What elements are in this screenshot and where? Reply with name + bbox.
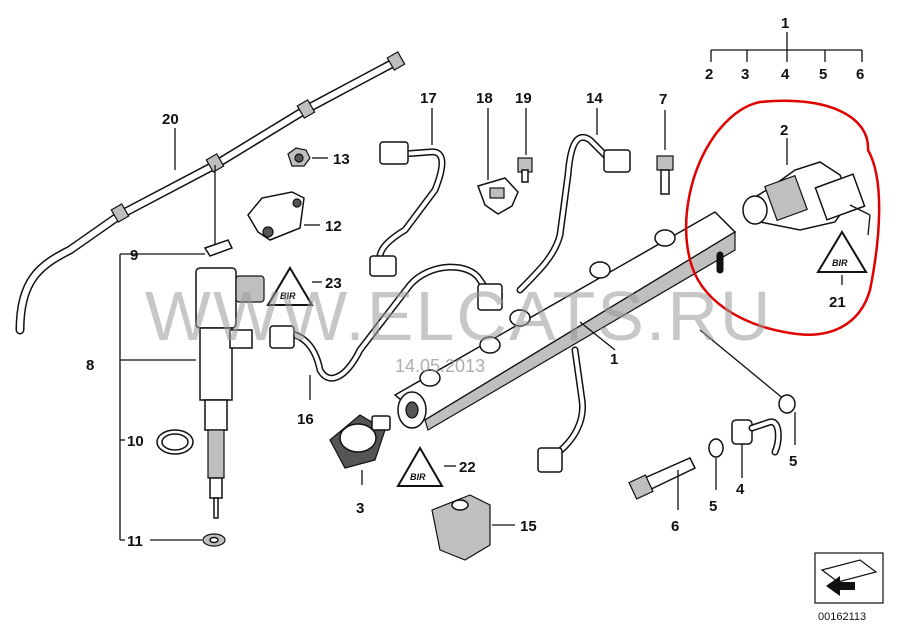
warning-triangle-23: BIR [266,266,322,306]
catalog-box [814,552,884,604]
callout-12[interactable]: 12 [325,218,342,235]
callout-6-top[interactable]: 6 [856,66,864,83]
callout-7[interactable]: 7 [659,91,667,108]
callout-3[interactable]: 3 [356,500,364,517]
callout-22[interactable]: 22 [459,459,476,476]
callout-5-top[interactable]: 5 [819,66,827,83]
callout-8[interactable]: 8 [86,357,94,374]
block-part-15 [431,494,515,561]
left-bracket [119,254,196,541]
leakoff-hose-part [15,51,406,335]
callout-13[interactable]: 13 [333,151,350,168]
callout-5b[interactable]: 5 [789,453,797,470]
pipe-part-14 [516,108,631,294]
clip-part-18 [477,108,519,215]
pipe-part-17 [369,108,446,277]
washer-part-5a [708,438,724,490]
svg-text:BIR: BIR [410,472,426,482]
callout-18[interactable]: 18 [476,90,493,107]
pipe-lower [537,346,587,473]
sensor-part-3 [329,414,391,485]
warning-triangle-21: BIR [816,230,868,285]
highlight-outline [684,99,881,336]
fuel-rail-part-1 [393,211,786,431]
nut-part-13 [287,147,328,167]
callout-20[interactable]: 20 [162,111,179,128]
svg-text:BIR: BIR [832,258,848,268]
callout-11[interactable]: 11 [127,533,143,550]
callout-2-top[interactable]: 2 [705,66,713,83]
callout-4[interactable]: 4 [736,481,745,498]
screw-part-19 [517,108,533,183]
pipe-part-16 [269,263,503,400]
callout-10[interactable]: 10 [127,433,144,450]
pressure-regulator-part-2 [742,138,871,236]
oring-part-10 [156,429,194,455]
callout-1[interactable]: 1 [610,351,618,368]
callout-14[interactable]: 14 [586,90,603,107]
callout-23[interactable]: 23 [325,275,342,292]
injector-part-8 [120,239,265,519]
watermark-text: WWW.ELCATS.RU [145,277,772,355]
callout-16[interactable]: 16 [297,411,314,428]
callout-2[interactable]: 2 [780,122,788,139]
watermark-date: 14.05.2013 [395,356,485,376]
callout-19[interactable]: 19 [515,90,532,107]
fitting-part-4 [731,418,782,478]
callout-1-top[interactable]: 1 [781,15,789,32]
callout-3-top[interactable]: 3 [741,66,749,83]
callout-17[interactable]: 17 [420,90,437,107]
bolt-part-7 [656,110,674,195]
bolt-part-6 [628,457,697,510]
warning-triangle-22: BIR [396,446,456,487]
callout-15[interactable]: 15 [520,518,537,535]
callout-9[interactable]: 9 [130,247,138,264]
callout-5a[interactable]: 5 [709,498,717,515]
callout-4-top[interactable]: 4 [781,66,790,83]
washer-part-11 [150,533,226,547]
callout-6[interactable]: 6 [671,518,679,535]
washer-part-5b [778,394,796,445]
legend-tree [710,32,863,62]
catalog-number: 00162113 [818,611,866,623]
callout-21[interactable]: 21 [829,294,846,311]
svg-text:BIR: BIR [280,291,296,301]
bracket-part-12 [247,191,320,241]
